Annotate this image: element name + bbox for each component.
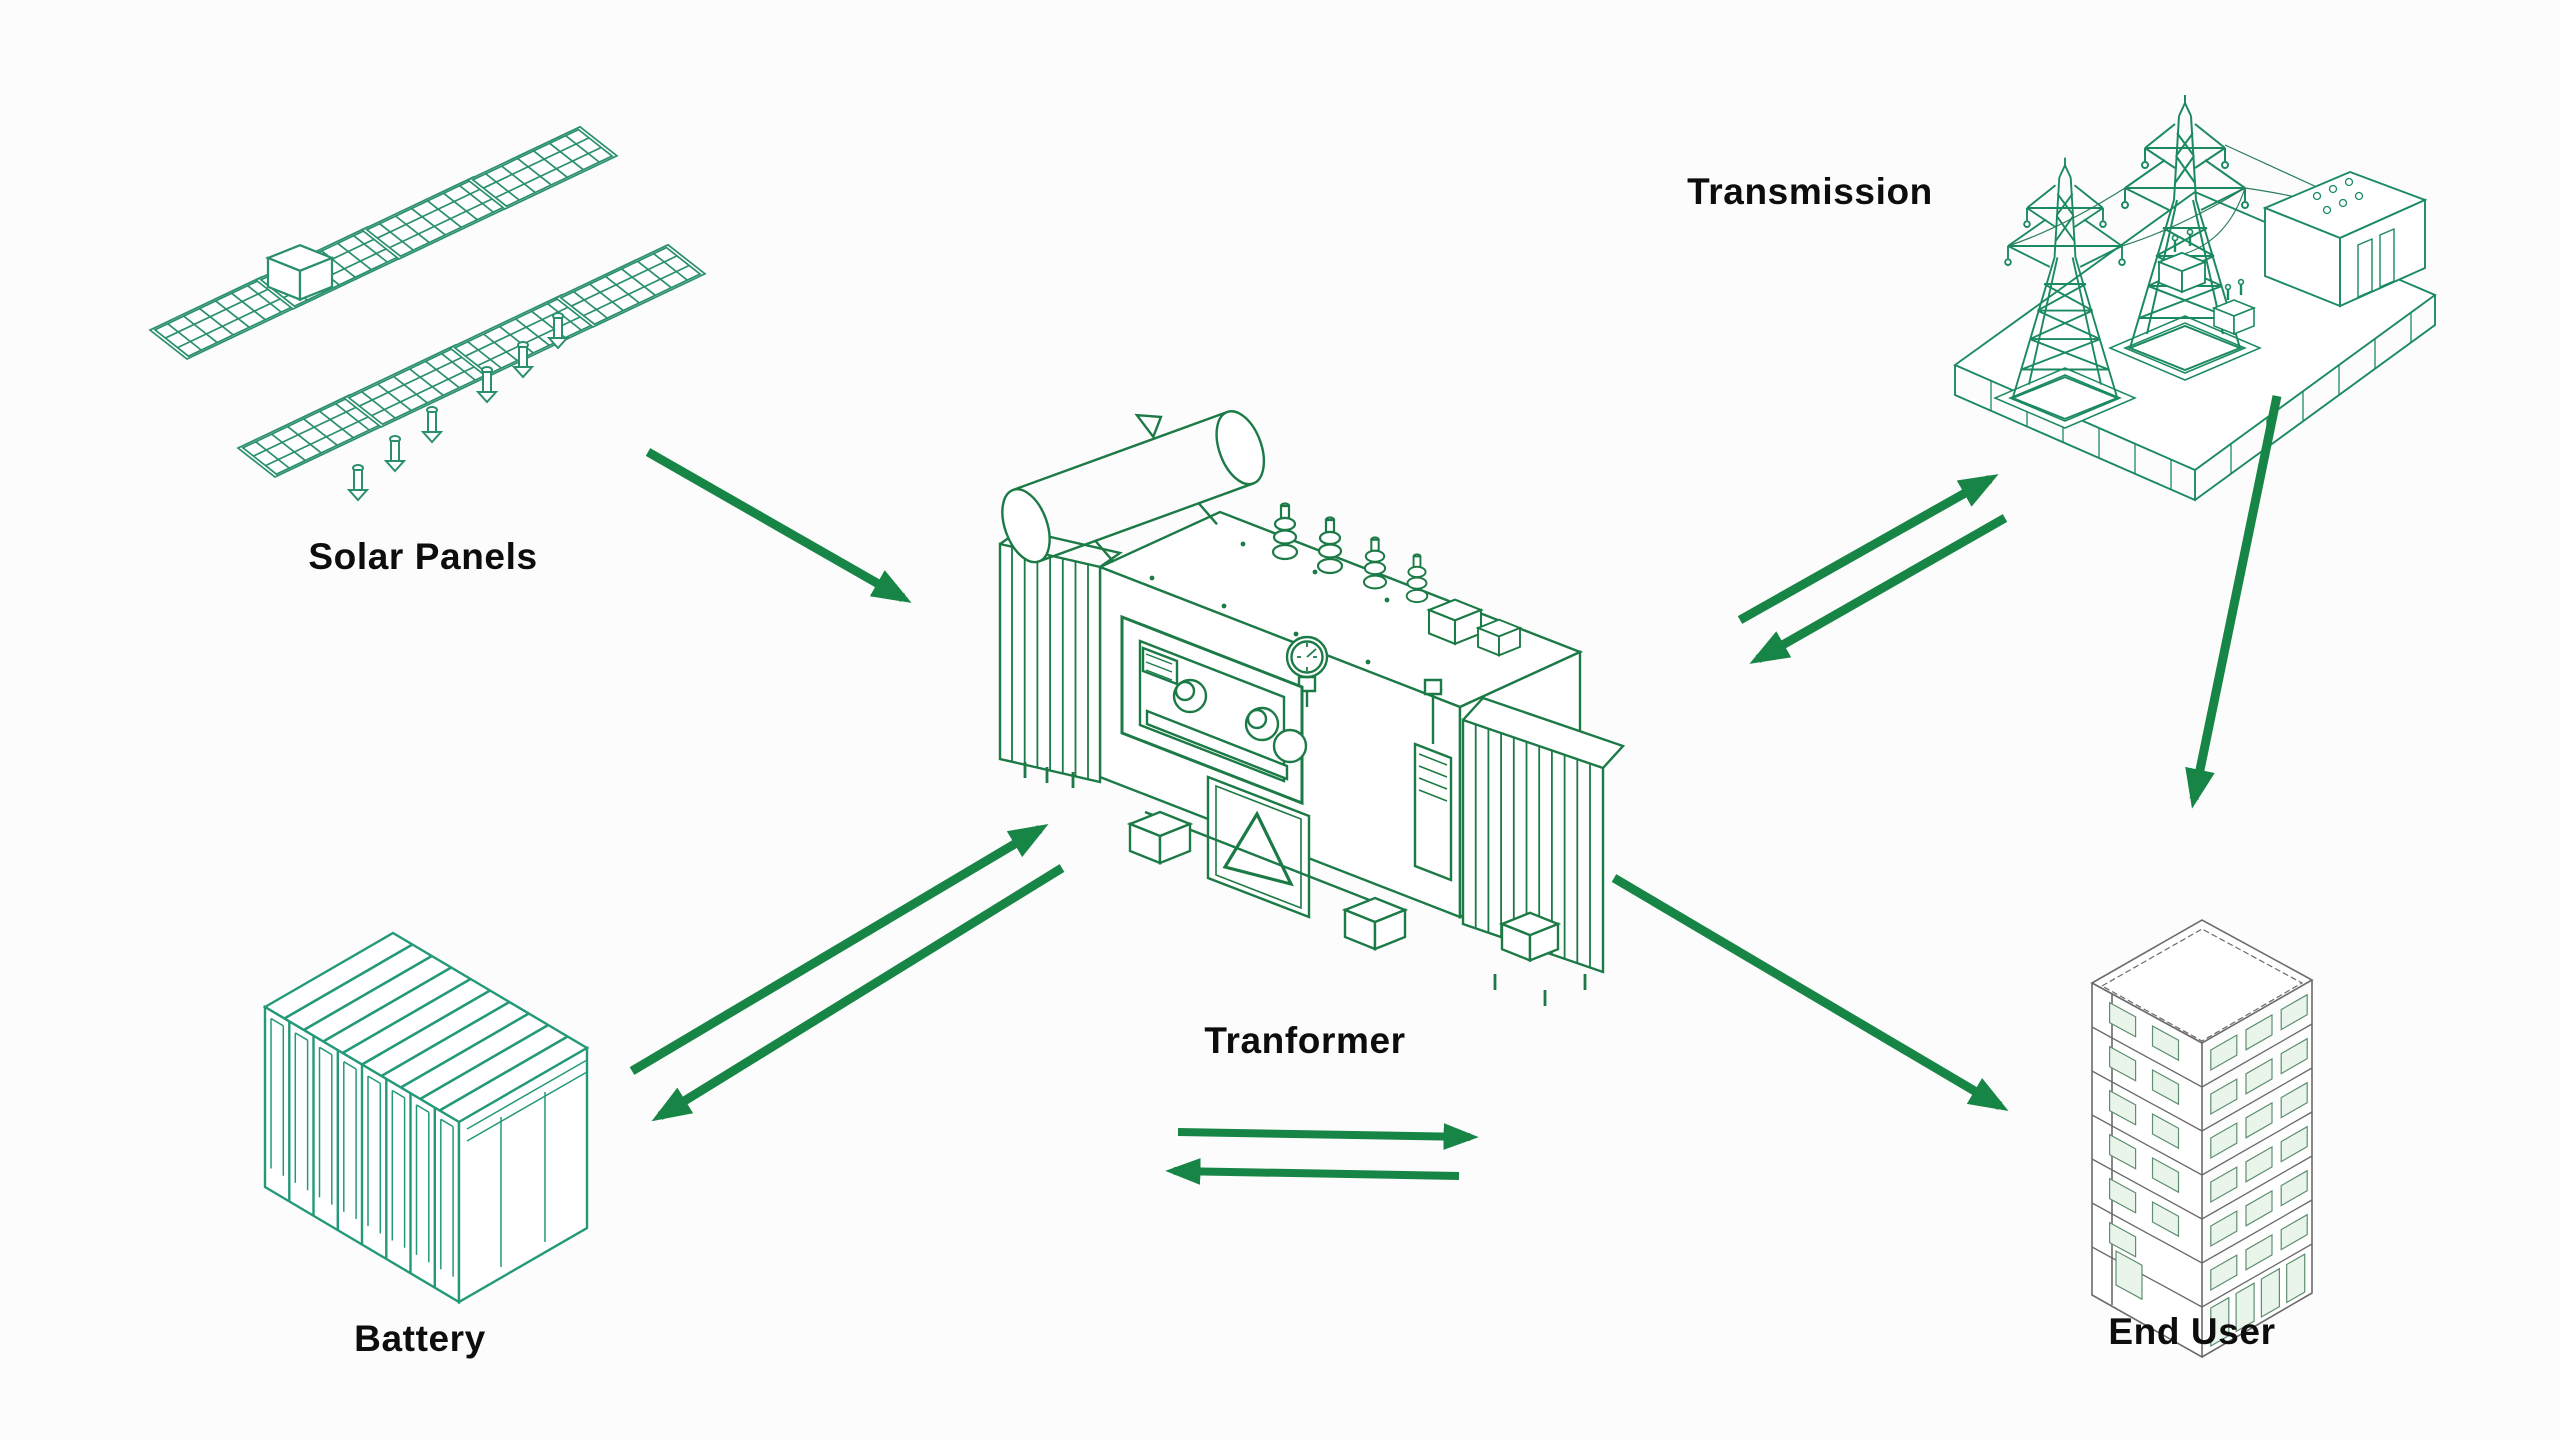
battery-illustration [262, 931, 590, 1305]
transformer-front-window [1120, 614, 1308, 806]
transformer-right-radiator [1461, 696, 1626, 1006]
arrow-transformer-to-battery [651, 864, 1065, 1122]
transformer-feet [1128, 810, 1560, 962]
battery-top-ribs [283, 943, 569, 1112]
arrow-exchange-left [1165, 1158, 1460, 1185]
label-transformer: Tranformer [1204, 1020, 1406, 1061]
building-windows-left [2109, 1001, 2180, 1301]
arrow-transmission-to-end-user [2185, 395, 2282, 809]
building-windows-right [2210, 993, 2308, 1348]
transformer-illustration [998, 410, 1626, 1006]
arrow-transformer-to-end-user [1611, 874, 2009, 1112]
label-solar-panels: Solar Panels [308, 536, 538, 577]
solar-panels-illustration [149, 126, 706, 501]
label-transmission: Transmission [1687, 171, 1933, 212]
transformer-cabinet [1413, 678, 1453, 882]
arrow-transmission-to-transformer [1749, 514, 2008, 664]
arrow-battery-to-transformer [629, 823, 1049, 1075]
battery-front-ribs [288, 1021, 436, 1288]
transmission-illustration [1953, 94, 2437, 502]
transmission-equipment-boxes [2158, 228, 2255, 335]
label-end-user: End User [2108, 1311, 2276, 1352]
transmission-substation [2262, 170, 2428, 308]
arrow-transformer-to-transmission [1737, 474, 1999, 624]
arrow-solar-to-transformer [645, 448, 912, 603]
transformer-conservator [1001, 410, 1266, 564]
transformer-door [1206, 775, 1311, 919]
arrow-exchange-right [1177, 1123, 1479, 1150]
label-battery: Battery [354, 1318, 486, 1359]
end-user-illustration [2090, 919, 2314, 1359]
